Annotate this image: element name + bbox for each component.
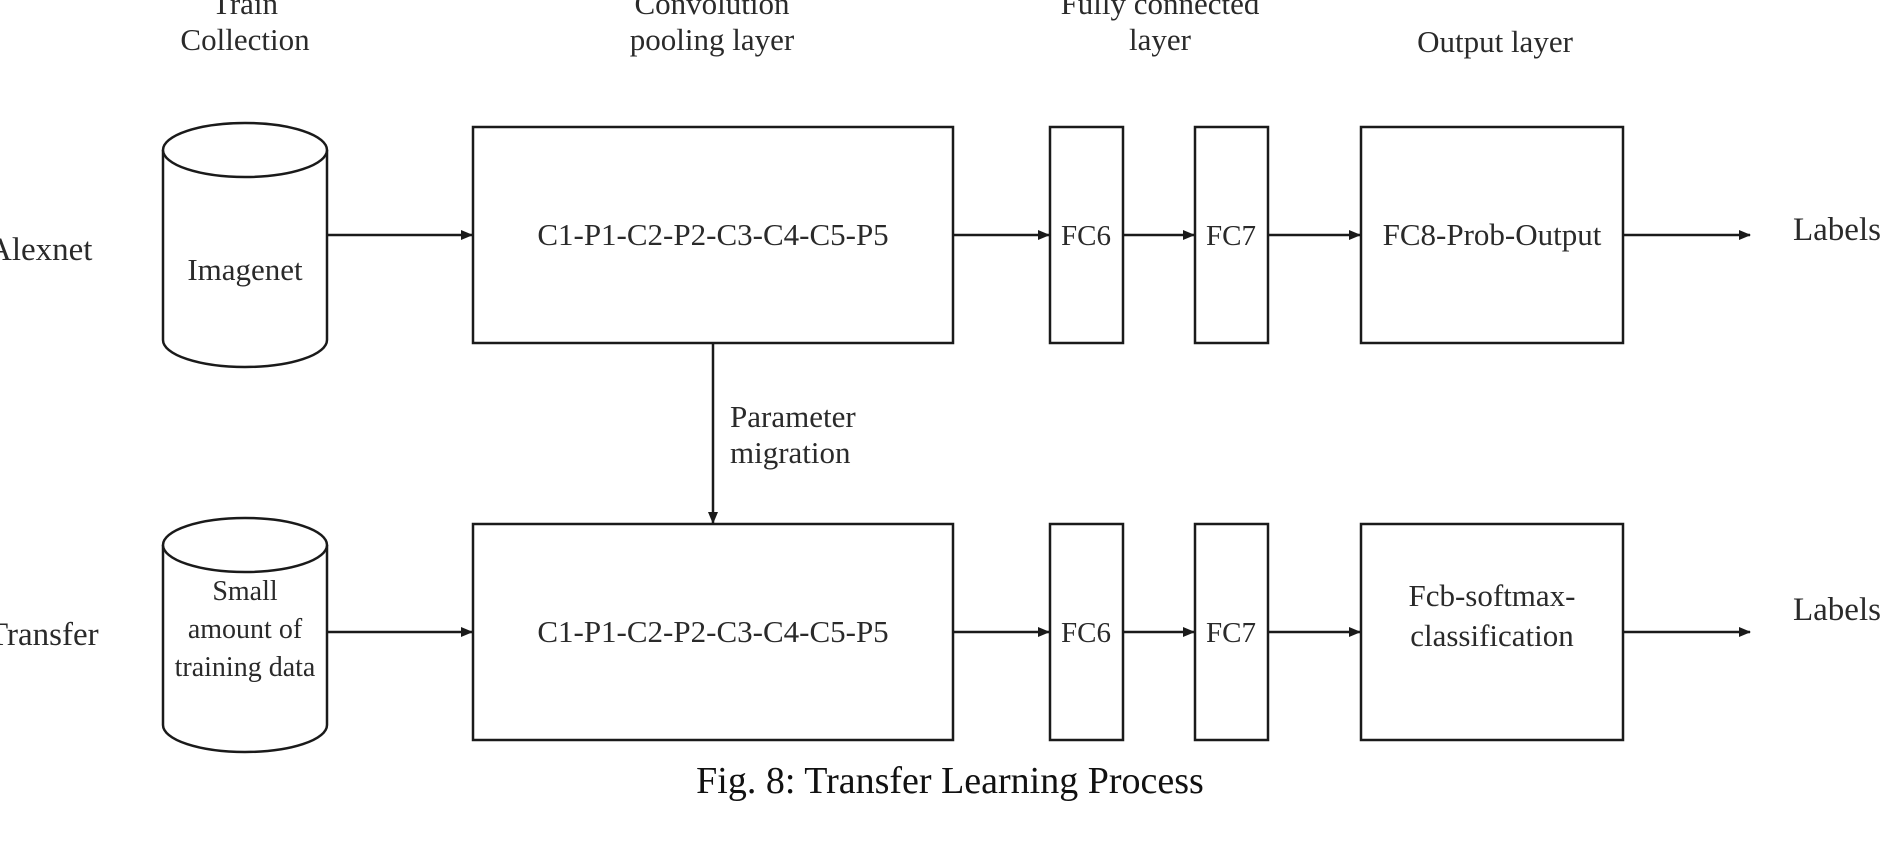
header-output-layer: Output layer — [1417, 24, 1573, 59]
figure-caption: Fig. 8: Transfer Learning Process — [696, 760, 1204, 802]
conv-label-alexnet: C1-P1-C2-P2-C3-C4-C5-P5 — [537, 217, 888, 252]
fc6-label-transfer: FC6 — [1061, 617, 1111, 649]
dataset-cylinder-imagenet — [161, 121, 329, 369]
fc7-box-alexnet — [1193, 125, 1270, 345]
result-labels-transfer: Labels — [1793, 592, 1881, 628]
output-label-alexnet: FC8-Prob-Output — [1383, 217, 1602, 252]
fc7-label-alexnet: FC7 — [1206, 220, 1256, 252]
dataset-cylinder-small-training — [161, 516, 329, 754]
row-label-alexnet: Alexnet — [0, 232, 92, 268]
output-box-alexnet — [1359, 125, 1625, 345]
row-label-transfer: Transfer — [0, 617, 99, 653]
fc7-label-transfer: FC7 — [1206, 617, 1256, 649]
fc6-label-alexnet: FC6 — [1061, 220, 1111, 252]
fc7-box-transfer — [1193, 522, 1270, 742]
dataset-label-imagenet: Imagenet — [187, 252, 303, 287]
conv-label-transfer: C1-P1-C2-P2-C3-C4-C5-P5 — [537, 614, 888, 649]
fc6-box-alexnet — [1048, 125, 1125, 345]
output-label-transfer: Fcb-softmax-classification — [1408, 578, 1575, 653]
output-box-transfer — [1359, 522, 1625, 742]
result-labels-alexnet: Labels — [1793, 212, 1881, 248]
fc6-box-transfer — [1048, 522, 1125, 742]
conv-box-transfer — [471, 522, 955, 742]
